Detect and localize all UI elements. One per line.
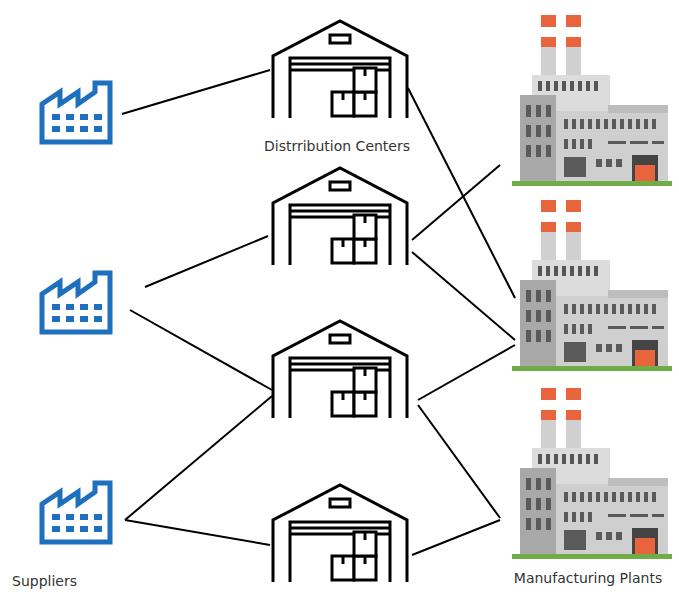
group-label: Distrribution Centers bbox=[264, 138, 410, 155]
group-label: Suppliers bbox=[12, 573, 77, 590]
group-label: Manufacturing Plants bbox=[514, 570, 662, 587]
